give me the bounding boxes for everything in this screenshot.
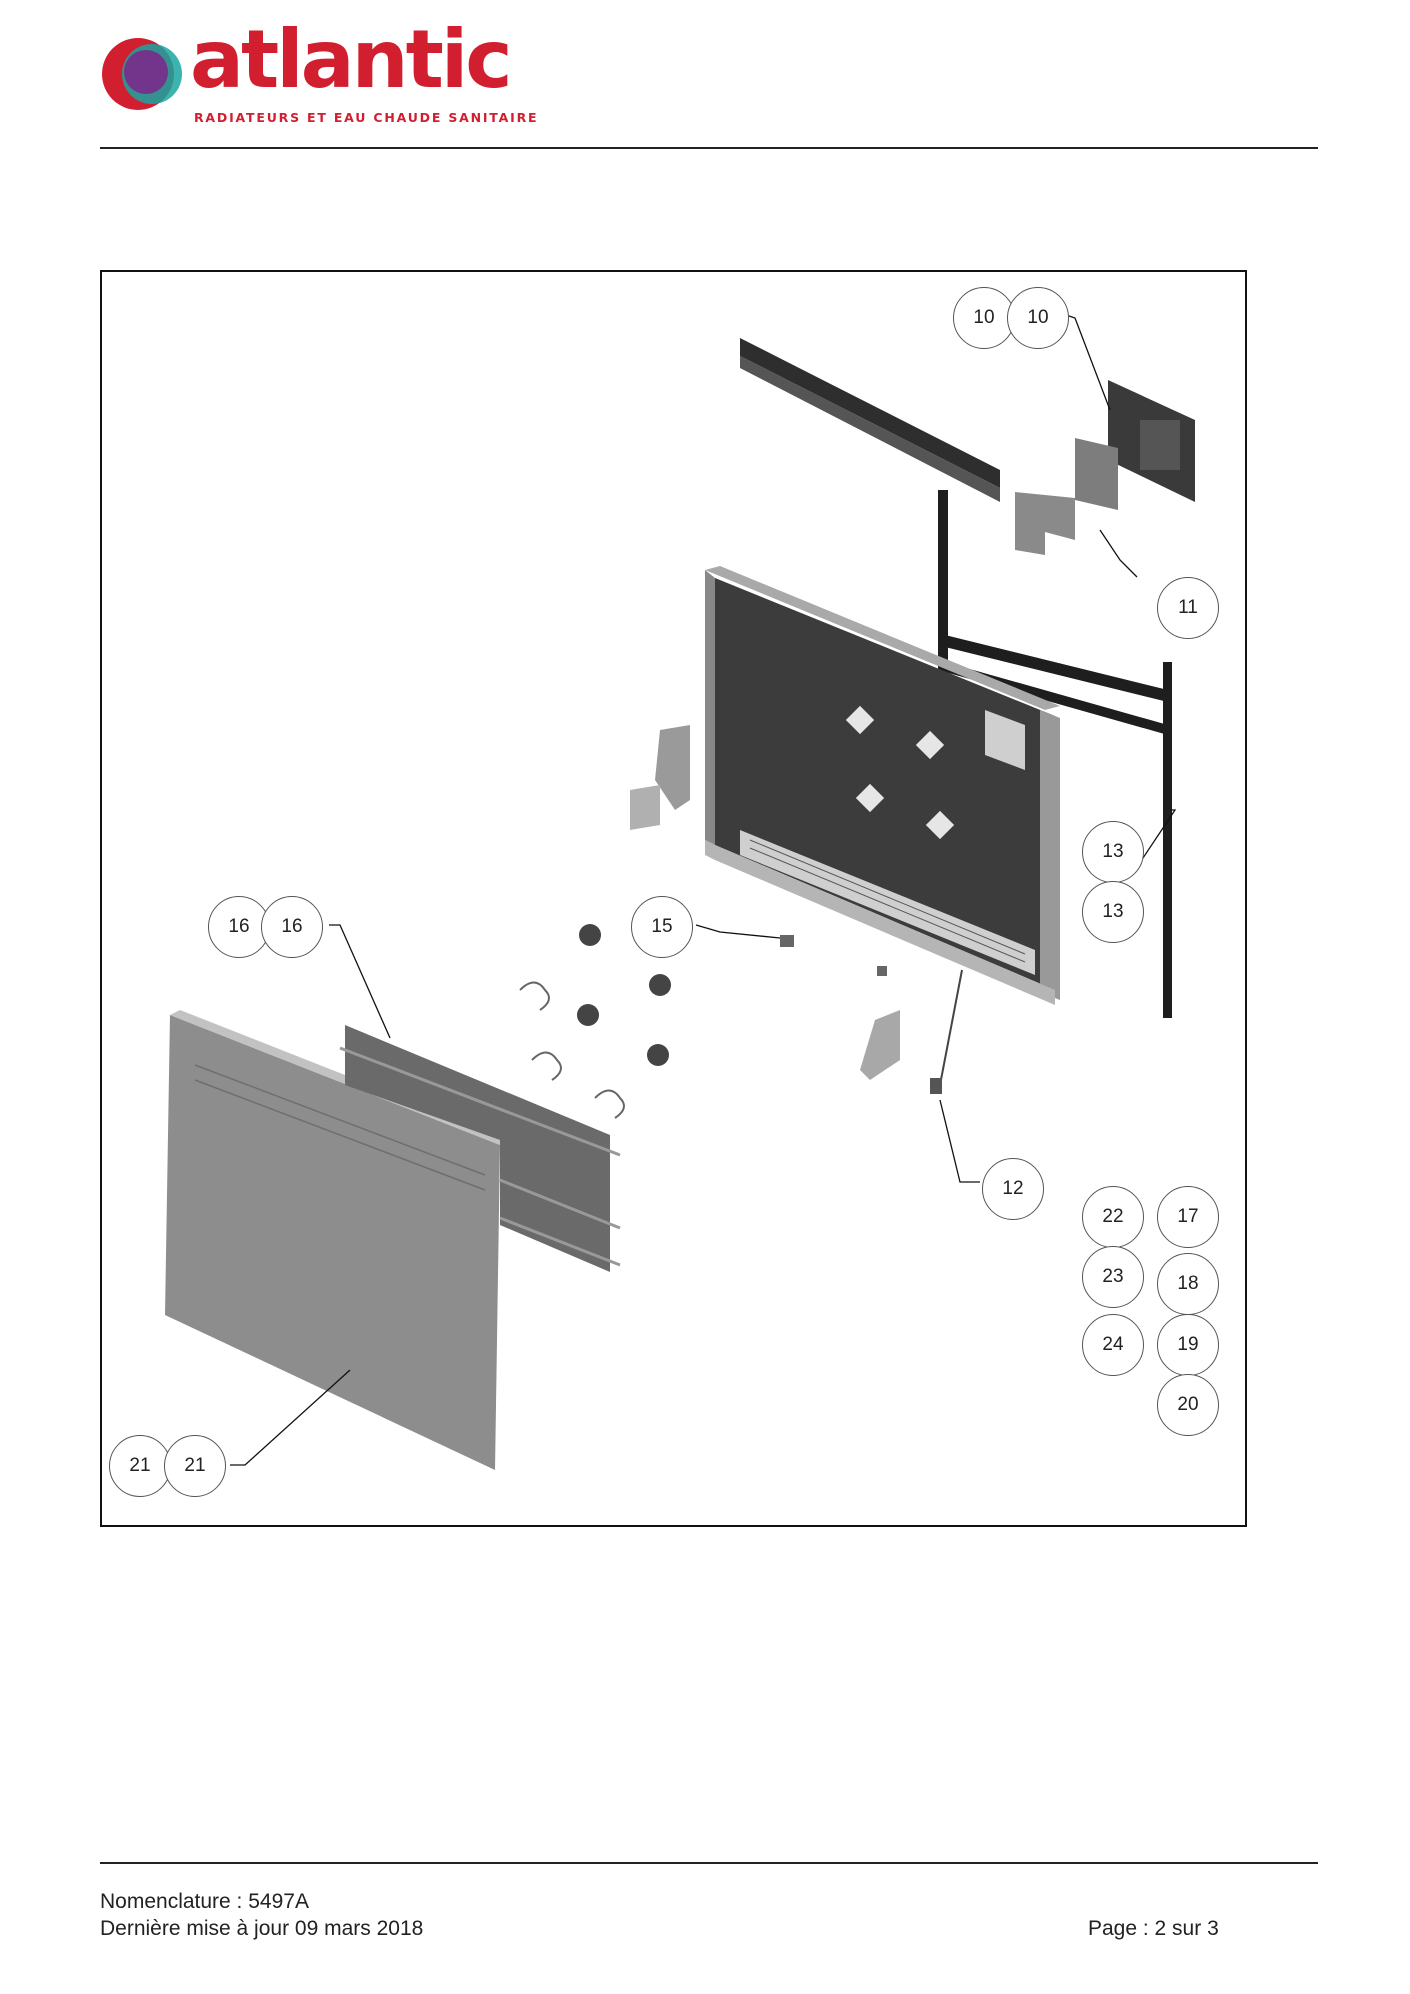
callout-13: 13 <box>1082 881 1144 943</box>
callout-17: 17 <box>1157 1186 1219 1248</box>
callout-18: 18 <box>1157 1253 1219 1315</box>
atlantic-circles-logo-icon <box>102 38 182 110</box>
callout-10: 10 <box>953 287 1015 349</box>
callout-23: 23 <box>1082 1246 1144 1308</box>
callout-19: 19 <box>1157 1314 1219 1376</box>
callout-12: 12 <box>982 1158 1044 1220</box>
footer-divider <box>100 1862 1318 1864</box>
callout-11: 11 <box>1157 577 1219 639</box>
callout-16: 16 <box>208 896 270 958</box>
nomenclature-reference: Nomenclature : 5497A <box>100 1890 309 1913</box>
callout-20: 20 <box>1157 1374 1219 1436</box>
atlantic-logo: atlantic RADIATEURS ET EAU CHAUDE SANITA… <box>100 20 537 130</box>
callout-15: 15 <box>631 896 693 958</box>
callout-21: 21 <box>164 1435 226 1497</box>
brand-name: atlantic <box>190 13 513 106</box>
callout-22: 22 <box>1082 1186 1144 1248</box>
callout-13: 13 <box>1082 821 1144 883</box>
callout-10: 10 <box>1007 287 1069 349</box>
callout-24: 24 <box>1082 1314 1144 1376</box>
brand-tagline: RADIATEURS ET EAU CHAUDE SANITAIRE <box>194 110 539 125</box>
page-number: Page : 2 sur 3 <box>1088 1917 1219 1940</box>
last-update-date: Dernière mise à jour 09 mars 2018 <box>100 1917 424 1940</box>
exploded-parts-diagram: 10 10 11 13 13 16 16 15 12 22 17 23 18 2… <box>100 270 1247 1527</box>
header-divider <box>100 147 1318 149</box>
callout-21: 21 <box>109 1435 171 1497</box>
callout-16: 16 <box>261 896 323 958</box>
